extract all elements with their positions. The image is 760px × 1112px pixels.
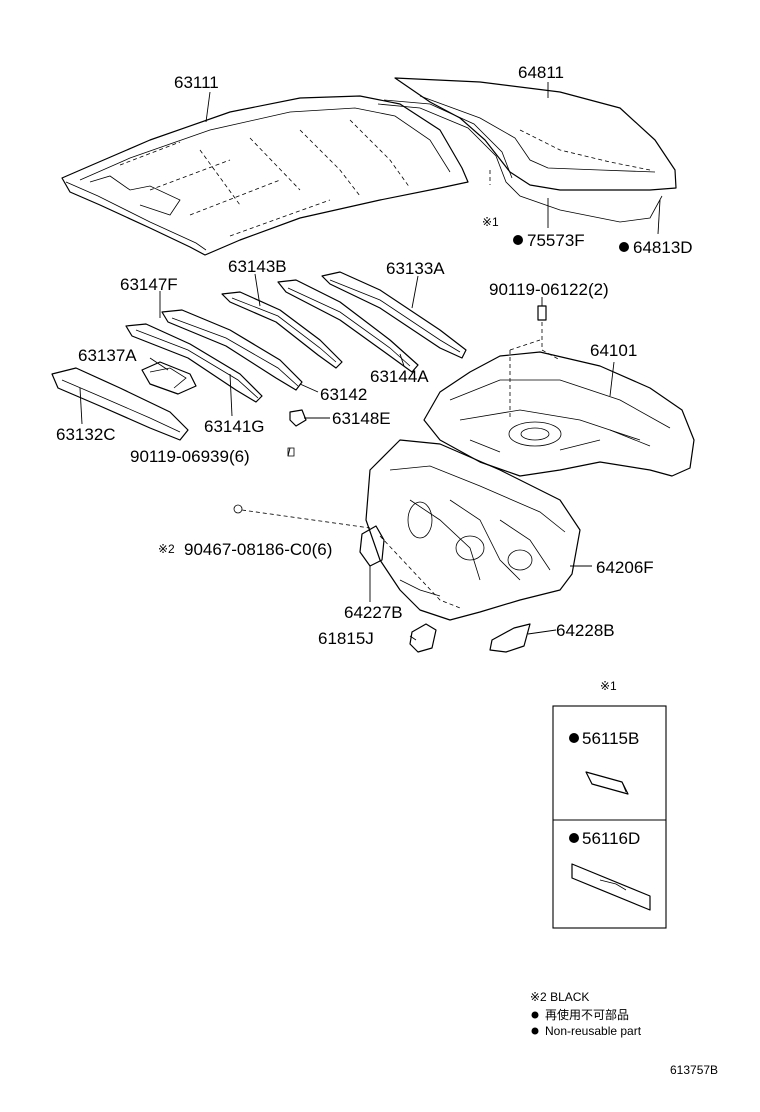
legend-non-reusable-en: Non-reusable part: [545, 1024, 642, 1038]
label-61815J: 61815J: [318, 629, 374, 648]
label-63143B: 63143B: [228, 257, 287, 276]
label-75573F: 75573F: [527, 231, 585, 250]
legend-black: ※2 BLACK: [530, 990, 589, 1004]
diagram-id: 613757B: [670, 1063, 718, 1077]
back-window-glass: [377, 77, 677, 223]
label-64813D: 64813D: [633, 238, 693, 257]
part-labels: 63111 64811 ※1 75573F 64813D 63143B 6313…: [56, 63, 693, 648]
inset-item-56116D: 56116D: [582, 829, 640, 848]
inset-item-56115B: 56115B: [582, 729, 639, 748]
label-63133A: 63133A: [386, 259, 445, 278]
label-64228B: 64228B: [556, 621, 615, 640]
label-63147F: 63147F: [120, 275, 178, 294]
package-tray-panel: [423, 322, 695, 477]
label-90119-06939: 90119-06939(6): [130, 447, 250, 466]
legend-non-reusable-ja: 再使用不可部品: [545, 1007, 629, 1022]
label-63111: 63111: [174, 73, 219, 92]
rear-body-panel: [365, 439, 581, 621]
rear-braces: [359, 525, 531, 653]
roof-panel: [61, 95, 469, 256]
label-63148E: 63148E: [332, 409, 391, 428]
inset-ref: ※1: [600, 679, 617, 693]
leader-lines: [79, 82, 661, 641]
label-63137A: 63137A: [78, 346, 137, 365]
label-ref2: ※2: [158, 542, 175, 556]
legend: ※2 BLACK 再使用不可部品 Non-reusable part: [530, 990, 642, 1038]
label-64206F: 64206F: [596, 558, 654, 577]
label-90119-06122: 90119-06122(2): [489, 280, 609, 299]
label-63132C: 63132C: [56, 425, 116, 444]
label-64101: 64101: [590, 341, 637, 360]
label-63144A: 63144A: [370, 367, 429, 386]
label-63141G: 63141G: [204, 417, 265, 436]
label-64227B: 64227B: [344, 603, 403, 622]
label-ref1: ※1: [482, 215, 499, 229]
label-63142: 63142: [320, 385, 367, 404]
roof-reinforcements: [51, 271, 547, 514]
label-64811: 64811: [518, 63, 564, 82]
label-90467-08186: 90467-08186-C0(6): [184, 540, 332, 559]
inset-box: ※1 56115B 56116D: [552, 679, 667, 929]
